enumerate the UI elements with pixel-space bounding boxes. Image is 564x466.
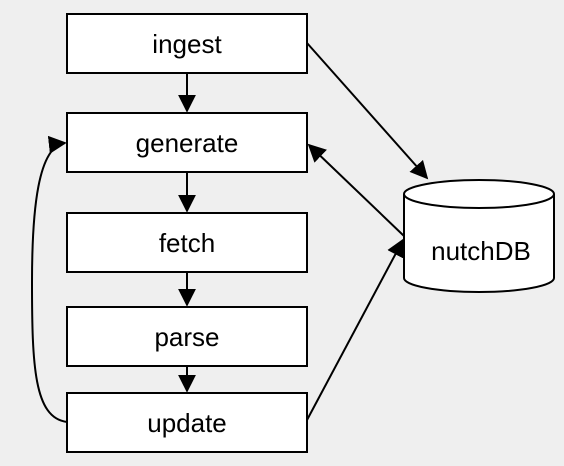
database-cylinder-top [403,179,555,209]
node-update: update [66,392,308,453]
node-ingest: ingest [66,13,308,74]
node-generate: generate [66,112,308,173]
edge-update-to-generate [30,135,68,423]
edge-ingest-to-nutchdb [306,42,429,180]
database-cylinder-body [403,194,555,293]
node-ingest-label: ingest [152,29,222,59]
node-parse: parse [66,306,308,367]
edge-update-to-nutchdb [306,238,404,421]
node-nutchdb-label: nutchDB [431,236,531,266]
node-parse-label: parse [154,322,219,352]
node-fetch: fetch [66,212,308,273]
node-fetch-label: fetch [159,228,215,258]
node-nutchdb: nutchDB [403,179,555,293]
node-generate-label: generate [136,128,239,158]
node-update-label: update [147,408,227,438]
edge-nutchdb-to-generate [307,143,405,237]
